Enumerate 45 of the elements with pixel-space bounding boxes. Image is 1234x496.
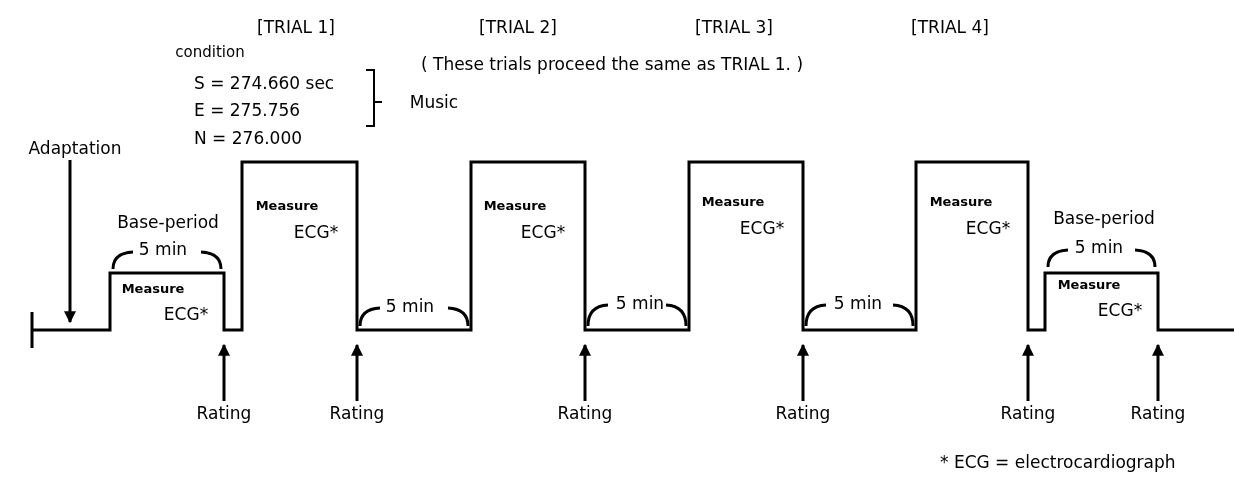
condition-value: S = 274.660 sec: [194, 73, 335, 93]
measure-label: ECG*: [293, 222, 339, 242]
group-label: Music: [409, 92, 459, 112]
rating-label: Rating: [329, 403, 385, 423]
arrow: [1022, 343, 1034, 401]
condition-value: E = 275.756: [194, 100, 301, 120]
phase-label: Measure: [701, 193, 765, 211]
rating-label: Rating: [775, 403, 831, 423]
rating-label: Rating: [1130, 403, 1186, 423]
arrow: [218, 343, 230, 401]
rating-label: Rating: [1000, 403, 1056, 423]
trial-heading: [TRIAL 4]: [911, 17, 989, 37]
trial-heading: [TRIAL 1]: [257, 17, 335, 37]
phase-label: Measure: [1057, 276, 1121, 294]
phase-label: Measure: [255, 197, 319, 215]
measure-label: ECG*: [520, 222, 566, 242]
arrow: [1152, 343, 1164, 401]
note-text: ( These trials proceed the same as TRIAL 1. ): [420, 54, 804, 74]
trial-heading: [TRIAL 3]: [695, 17, 773, 37]
arrow: [351, 343, 363, 401]
timing-diagram-drawing: [30, 160, 1234, 350]
measure-label: ECG*: [1097, 300, 1143, 320]
phase-label: Measure: [483, 197, 547, 215]
trial-heading: [TRIAL 2]: [479, 17, 557, 37]
arrow: [579, 343, 591, 401]
phase-label: Measure: [121, 280, 185, 298]
condition-value: N = 276.000: [194, 128, 303, 148]
process-label: Adaptation: [28, 138, 122, 158]
arrow: [797, 343, 809, 401]
duration-label: 5 min: [138, 239, 188, 259]
phase-label: Measure: [929, 193, 993, 211]
duration-label: 5 min: [833, 293, 883, 313]
condition-label: condition: [175, 42, 245, 62]
duration-label: 5 min: [1074, 237, 1124, 257]
rating-label: Rating: [196, 403, 252, 423]
period-label: Base-period: [1053, 208, 1155, 228]
measure-label: ECG*: [739, 218, 785, 238]
arrow: [64, 160, 76, 324]
measure-label: ECG*: [163, 304, 209, 324]
rating-label: Rating: [557, 403, 613, 423]
footnote: * ECG = electrocardiograph: [940, 452, 1176, 472]
duration-label: 5 min: [615, 293, 665, 313]
period-label: Base-period: [117, 212, 219, 232]
duration-label: 5 min: [385, 296, 435, 316]
measure-label: ECG*: [965, 218, 1011, 238]
